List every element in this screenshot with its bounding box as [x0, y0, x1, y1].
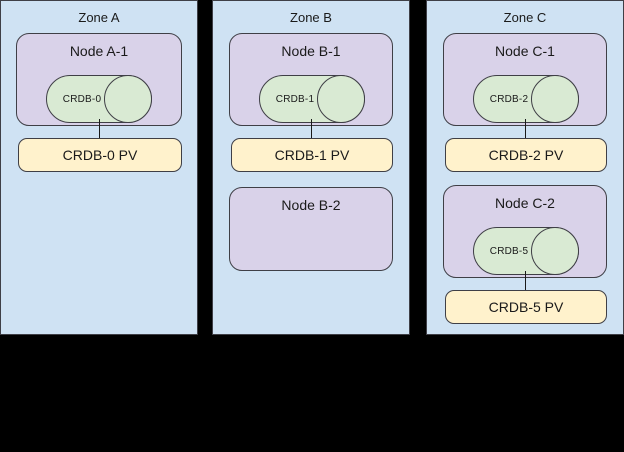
node-a-1-to-crdb-0-pv-connector [99, 119, 100, 139]
crdb-0-label: CRDB-0 [62, 93, 102, 105]
node-a-1-title: Node A-1 [69, 43, 129, 59]
crdb-1-pv-label: CRDB-1 PV [274, 146, 350, 163]
zone-c-title: Zone C [503, 10, 547, 25]
node-b-2-title: Node B-2 [281, 197, 341, 213]
crdb-0-cylinder: CRDB-0 [46, 75, 152, 123]
crdb-1-cylinder: CRDB-1 [259, 75, 365, 123]
crdb-0-pv-label: CRDB-0 PV [62, 146, 138, 163]
crdb-2-cylinder: CRDB-2 [473, 75, 579, 123]
zone-b-title: Zone B [290, 10, 332, 25]
node-c-2-title: Node C-2 [495, 195, 555, 211]
node-c-1-to-crdb-2-pv-connector [525, 119, 526, 139]
node-b-1-title: Node B-1 [281, 43, 341, 59]
crdb-1-pv-box: CRDB-1 PV [231, 138, 393, 172]
crdb-5-pv-box: CRDB-5 PV [445, 290, 607, 324]
crdb-5-pv-label: CRDB-5 PV [488, 298, 564, 315]
crdb-2-pv-box: CRDB-2 PV [445, 138, 607, 172]
crdb-5-cylinder: CRDB-5 [473, 227, 579, 275]
node-b-2-box: Node B-2 [229, 187, 393, 271]
zone-a-title: Zone A [78, 10, 120, 25]
node-c-2-to-crdb-5-pv-connector [525, 271, 526, 291]
node-c-1-title: Node C-1 [495, 43, 555, 59]
crdb-2-label: CRDB-2 [489, 93, 529, 105]
crdb-2-pv-label: CRDB-2 PV [488, 146, 564, 163]
crdb-5-label: CRDB-5 [489, 245, 529, 257]
crdb-1-label: CRDB-1 [275, 93, 315, 105]
crdb-0-pv-box: CRDB-0 PV [18, 138, 182, 172]
node-b-1-to-crdb-1-pv-connector [311, 119, 312, 139]
